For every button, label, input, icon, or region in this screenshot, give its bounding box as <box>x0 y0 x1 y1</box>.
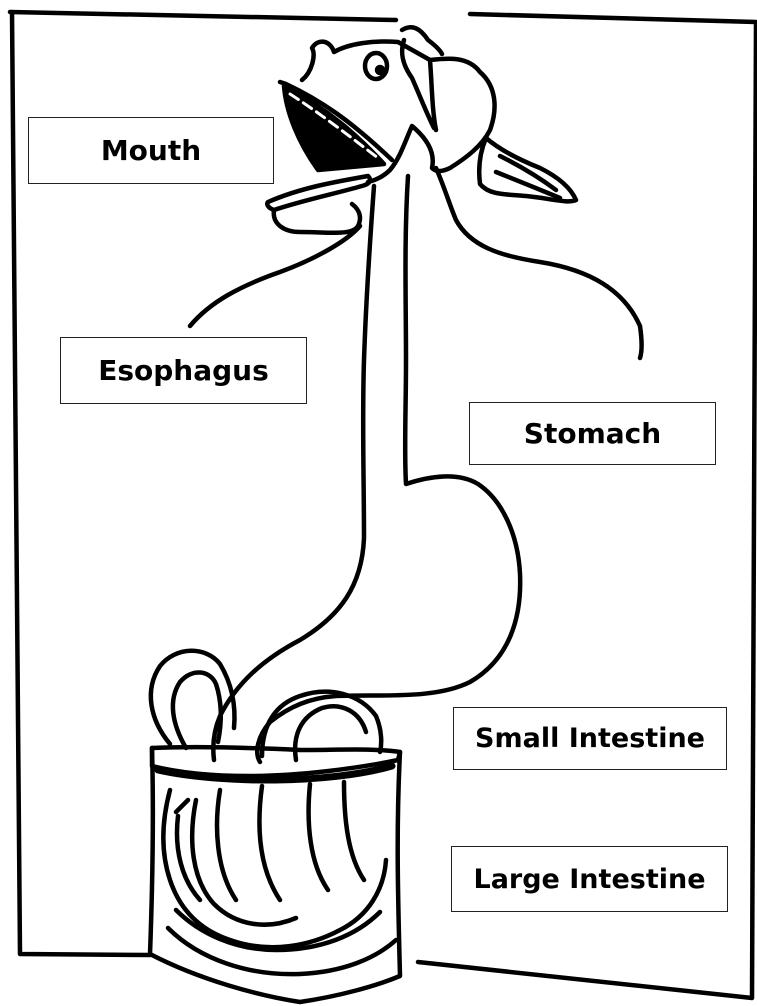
eye <box>365 53 387 79</box>
label-esophagus: Esophagus <box>60 337 307 404</box>
pupil <box>377 67 383 73</box>
label-large-intestine: Large Intestine <box>451 846 728 912</box>
can-coil-3 <box>217 782 364 900</box>
label-small-intestine: Small Intestine <box>453 707 727 770</box>
can-coil-4 <box>168 910 396 974</box>
hair <box>402 27 442 130</box>
can-coil-2 <box>192 800 296 925</box>
label-stomach: Stomach <box>469 402 716 465</box>
label-mouth: Mouth <box>28 117 274 184</box>
can-coil-5 <box>176 800 200 900</box>
esophagus-left <box>213 186 374 760</box>
neck-front <box>190 226 360 326</box>
